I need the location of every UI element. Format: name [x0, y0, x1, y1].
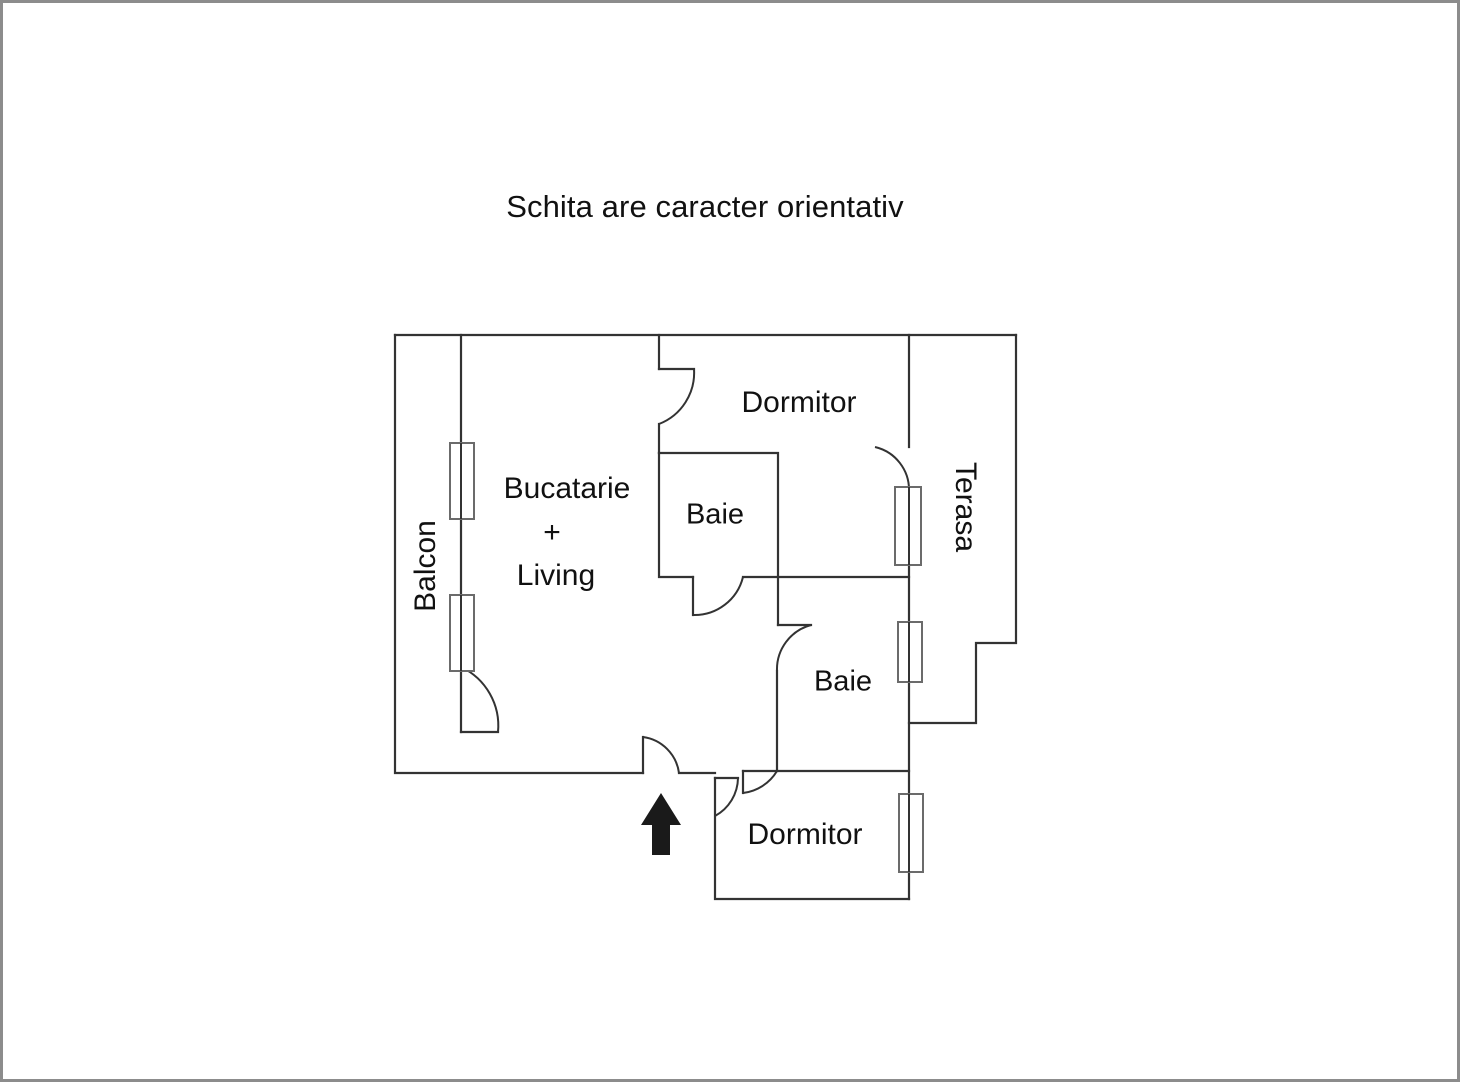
- floor-plan-drawing: Balcon Bucatarie + Living Dormitor Baie …: [393, 333, 1018, 901]
- door-arc-baie-sus: [692, 576, 744, 617]
- room-label-plus: +: [543, 516, 561, 549]
- wall-through-windows: [460, 443, 910, 872]
- baie-sus-wall-left-lower: [657, 451, 695, 579]
- door-arc-baie-jos-top: [775, 624, 812, 672]
- dormitor-jos-walls: [713, 776, 911, 901]
- room-label-balcon: Balcon: [409, 520, 442, 612]
- page-title-text: Schita are caracter orientativ: [506, 189, 904, 224]
- window-dormitor-jos: [898, 793, 924, 873]
- page-title: Schita are caracter orientativ: [3, 189, 1460, 225]
- door-arc-balcon: [460, 666, 500, 733]
- room-label-baie-sus: Baie: [686, 499, 744, 531]
- outer-wall-main: [393, 333, 645, 775]
- room-labels-group: Balcon Bucatarie + Living Dormitor Baie …: [409, 386, 982, 851]
- room-label-bucatarie: Bucatarie: [504, 472, 631, 505]
- room-label-dormitor-sus: Dormitor: [741, 386, 856, 419]
- room-label-living: Living: [517, 559, 595, 592]
- baie-sus-walls: [657, 451, 780, 579]
- room-label-terasa: Terasa: [949, 462, 982, 552]
- door-arc-terasa: [874, 446, 911, 492]
- door-arc-dormitor-jos: [714, 777, 739, 817]
- door-arc-baie-jos-bottom: [742, 770, 778, 794]
- room-label-dormitor-jos: Dormitor: [747, 818, 862, 851]
- door-arcs-group: [460, 368, 911, 817]
- door-arc-dormitor-sus: [658, 368, 696, 425]
- outer-wall-right-terasa: [907, 333, 1018, 725]
- entrance-arrow-icon: [641, 793, 681, 855]
- room-label-baie-jos: Baie: [814, 666, 872, 698]
- door-arc-entrance: [642, 736, 680, 774]
